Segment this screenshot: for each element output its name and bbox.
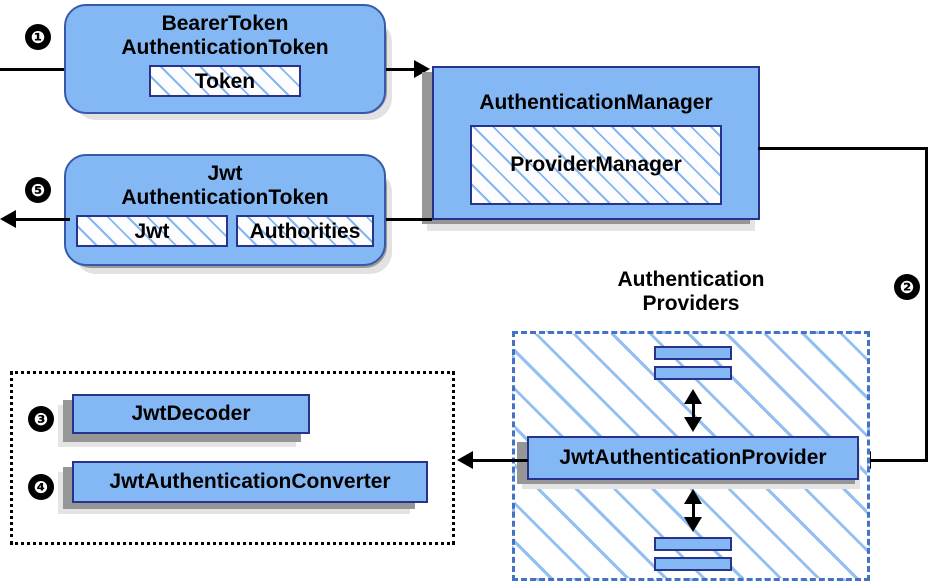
jwt-provider-label: JwtAuthenticationProvider — [559, 446, 827, 470]
provider-stub-bottom-bar-1 — [654, 537, 732, 551]
bearer-token-inner-token-box: Token — [149, 65, 301, 98]
connector-manager-out-horizontal — [758, 147, 928, 150]
step-badge-1: ❶ — [25, 24, 51, 50]
provider-manager-label: ProviderManager — [510, 153, 682, 176]
jwt-decoder-label: JwtDecoder — [131, 402, 251, 426]
provider-stub-top-bar-1 — [654, 346, 732, 360]
provider-stub-top-bar-2 — [654, 366, 732, 380]
provider-link-bottom-arrow-down — [684, 517, 702, 532]
connector-manager-to-jwt-token — [386, 218, 432, 221]
jwt-token-inner-jwt-label: Jwt — [134, 219, 170, 243]
jwt-token-inner-authorities-box: Authorities — [236, 215, 374, 248]
step-badge-3: ❸ — [28, 406, 54, 432]
connector-request-in — [0, 68, 70, 71]
provider-link-top-arrow-up — [684, 389, 702, 404]
provider-link-bottom-line — [692, 498, 695, 520]
node-bearer-token-authentication-token[interactable]: BearerToken AuthenticationToken Token — [64, 4, 386, 114]
jwt-token-title: Jwt AuthenticationToken — [121, 162, 329, 209]
auth-manager-title: AuthenticationManager — [479, 91, 713, 115]
connector-response-out — [16, 218, 70, 221]
connector-token-to-manager — [386, 68, 421, 71]
node-jwt-authentication-provider[interactable]: JwtAuthenticationProvider — [527, 436, 859, 480]
step-badge-2: ❷ — [894, 274, 920, 300]
bearer-token-inner-label: Token — [194, 69, 256, 93]
provider-link-top-line — [692, 398, 695, 420]
jwt-token-inner-row: Jwt Authorities — [76, 215, 374, 248]
connector-response-out-arrowhead — [0, 210, 16, 228]
node-jwt-authentication-converter[interactable]: JwtAuthenticationConverter — [72, 461, 428, 503]
providers-region-title: Authentication Providers — [617, 268, 765, 315]
provider-link-top-arrow-down — [684, 417, 702, 432]
bearer-token-title: BearerToken AuthenticationToken — [121, 12, 329, 59]
provider-link-bottom-arrow-up — [684, 489, 702, 504]
jwt-converter-label: JwtAuthenticationConverter — [109, 470, 391, 494]
connector-step2-vertical — [925, 147, 928, 461]
jwt-token-inner-jwt-box: Jwt — [76, 215, 228, 248]
connector-step2-into-provider — [868, 459, 928, 462]
provider-stub-bottom-bar-2 — [654, 557, 732, 571]
connector-provider-to-components-arrowhead — [457, 451, 473, 469]
jwt-token-inner-authorities-label: Authorities — [249, 219, 361, 243]
node-jwt-decoder[interactable]: JwtDecoder — [72, 394, 310, 434]
auth-manager-inner-provider-manager-box: ProviderManager — [470, 124, 722, 205]
region-jwt-components — [10, 371, 455, 545]
step-badge-4: ❹ — [28, 474, 54, 500]
connector-provider-to-components — [472, 459, 528, 462]
step-badge-5: ❺ — [25, 177, 51, 203]
node-authentication-manager[interactable]: AuthenticationManager ProviderManager — [432, 66, 760, 220]
node-jwt-authentication-token[interactable]: Jwt AuthenticationToken Jwt Authorities — [64, 154, 386, 266]
